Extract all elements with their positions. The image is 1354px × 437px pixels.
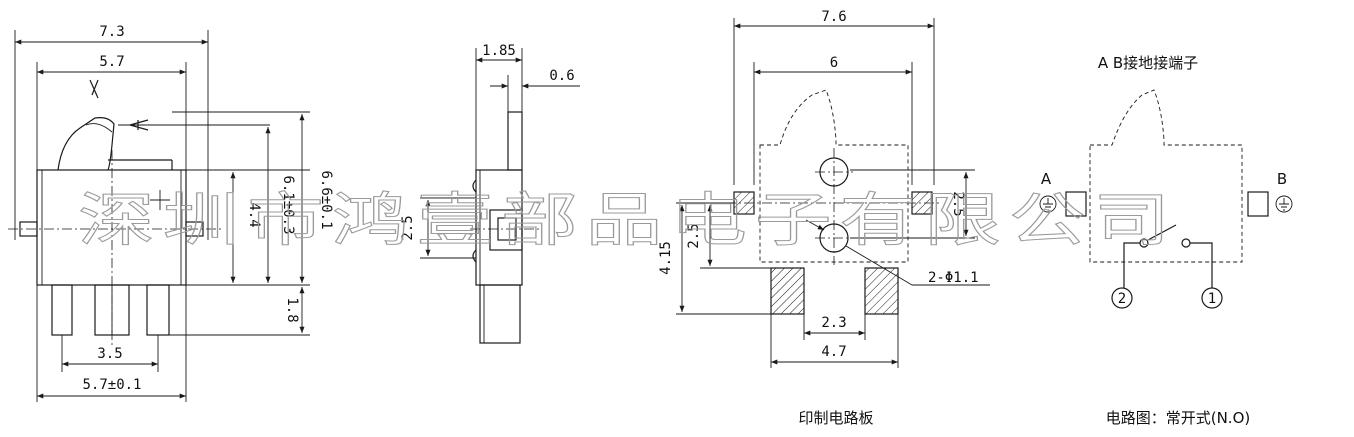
pcb-layout: 7.6 6 2.5 2.5 4.15 2-Φ1.1 — [658, 9, 990, 427]
circuit-caption: 电路图：常开式(N.O) — [1106, 409, 1251, 427]
ground-terminal-note: A B接地接端子 — [1098, 54, 1198, 72]
pin-2-label: 2 — [1118, 291, 1126, 307]
dim-front-height-mid: 6.1±0.3 — [280, 175, 296, 234]
ground-a-icon — [1039, 195, 1057, 213]
dim-pcb-pad-gap: 2.3 — [821, 315, 846, 331]
dim-pcb-hole-offset: 2.5 — [686, 223, 702, 248]
circuit-diagram: A B接地接端子 A B 2 1 电路图：常开式(N.O) — [1039, 54, 1293, 427]
pin-1-marker — [1201, 287, 1223, 309]
front-view: 7.3 5.7 4.4 — [8, 24, 334, 402]
dim-pcb-pad-span: 4.7 — [821, 344, 846, 360]
pin-1-label: 1 — [1208, 291, 1216, 307]
dim-side-width: 1.85 — [482, 43, 516, 59]
company-watermark: 深圳市鸿壹部品电子有限公司 — [78, 186, 1178, 254]
pin-2-marker — [1111, 287, 1133, 309]
dim-pcb-width-inner: 6 — [830, 55, 838, 71]
dim-front-pin-pitch: 3.5 — [97, 346, 122, 362]
dim-pcb-width-total: 7.6 — [821, 9, 846, 25]
dim-pcb-pad-offset: 2.5 — [950, 191, 966, 216]
dim-front-height-body: 4.4 — [246, 202, 262, 227]
ground-b-icon — [1275, 195, 1293, 213]
dim-front-width-body: 5.7 — [99, 54, 124, 70]
dim-front-height-total-label: 6.6±0.1 — [318, 170, 334, 229]
dim-front-pin-length: 1.8 — [284, 297, 300, 322]
pcb-caption: 印制电路板 — [798, 409, 873, 427]
dim-front-pin-width: 5.7±0.1 — [82, 377, 141, 393]
dim-side-height: 2.5 — [400, 215, 416, 240]
dim-pcb-height: 4.15 — [658, 241, 674, 275]
side-view: 1.85 0.6 2.5 — [400, 43, 580, 344]
terminal-b-label: B — [1277, 170, 1287, 188]
dim-pcb-hole-spec: 2-Φ1.1 — [928, 270, 979, 286]
dim-side-tab: 0.6 — [549, 68, 574, 84]
dim-front-width-total: 7.3 — [99, 24, 124, 40]
terminal-a-label: A — [1041, 170, 1052, 188]
